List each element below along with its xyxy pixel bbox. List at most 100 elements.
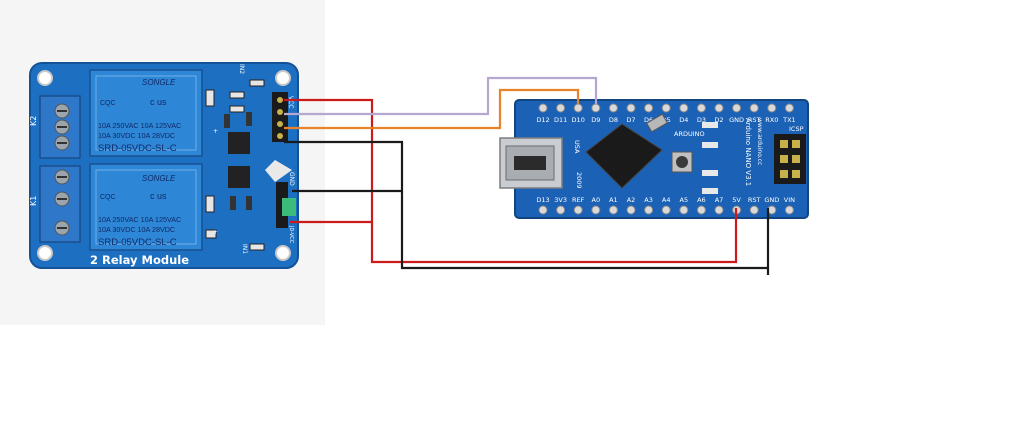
- resistor: [246, 112, 252, 126]
- header-connector: [272, 92, 288, 142]
- relay-model: SRD-05VDC-SL-C: [98, 143, 177, 154]
- nano-pin-a7[interactable]: [714, 205, 724, 215]
- nano-pin-label: RST: [748, 116, 761, 124]
- relay-top: SONGLE CQC c us 10A 250VAC 10A 125VAC 10…: [89, 69, 203, 157]
- nano-pin-d2[interactable]: [714, 103, 724, 113]
- nano-pin-d4[interactable]: [679, 103, 689, 113]
- nano-pin-label: A4: [662, 196, 671, 204]
- resistor: [229, 105, 245, 113]
- nano-pin-rx0[interactable]: [767, 103, 777, 113]
- nano-bottom-header: [538, 205, 794, 215]
- nano-pin-label: VIN: [784, 196, 795, 204]
- nano-pin-a2[interactable]: [626, 205, 636, 215]
- wire-in1-orange: [284, 88, 580, 130]
- nano-pin-rst[interactable]: [749, 205, 759, 215]
- component-label: IN1: [241, 244, 248, 254]
- nano-pin-label: A6: [697, 196, 706, 204]
- nano-pin-label: D3: [697, 116, 706, 124]
- nano-pin-a6[interactable]: [696, 205, 706, 215]
- nano-pin-d5[interactable]: [661, 103, 671, 113]
- component-label: IN2: [238, 64, 245, 74]
- nano-pin-label: D12: [536, 116, 549, 124]
- nano-pin-d13[interactable]: [538, 205, 548, 215]
- component-label: +: [213, 128, 218, 135]
- nano-pin-ref[interactable]: [573, 205, 583, 215]
- nano-pin-gnd[interactable]: [732, 103, 742, 113]
- relay-cert: c us: [150, 97, 167, 107]
- nano-pin-label: A1: [609, 196, 618, 204]
- nano-pin-d7[interactable]: [626, 103, 636, 113]
- relay-cert: c us: [150, 191, 167, 201]
- nano-pin-d8[interactable]: [608, 103, 618, 113]
- component-label: +: [213, 229, 218, 236]
- nano-pin-vin[interactable]: [784, 205, 794, 215]
- nano-pin-label: 3V3: [554, 196, 567, 204]
- nano-pin-label: D9: [591, 116, 600, 124]
- relay-cqc: CQC: [100, 194, 116, 201]
- nano-pin-label: D2: [714, 116, 723, 124]
- mounting-hole: [37, 245, 53, 261]
- relay-module: K2 K1 SONGLE CQC c us 10A 250VAC 10A 125…: [29, 62, 299, 269]
- nano-pin-label: D13: [536, 196, 549, 204]
- header-pin-gnd[interactable]: [277, 133, 283, 139]
- led-l: [702, 188, 718, 194]
- nano-pin-label: D11: [554, 116, 567, 124]
- nano-pin-d6[interactable]: [644, 103, 654, 113]
- country-label: USA: [573, 140, 581, 154]
- header-label-vcc: VCC: [287, 96, 294, 108]
- nano-pin-a5[interactable]: [679, 205, 689, 215]
- nano-pin-d10[interactable]: [573, 103, 583, 113]
- jumper-label-jdvcc: JD-VCC: [288, 225, 294, 244]
- icsp-pins: [780, 140, 800, 178]
- nano-top-header: [538, 103, 794, 113]
- nano-pin-tx1[interactable]: [784, 103, 794, 113]
- transistor-q2: [228, 132, 250, 154]
- icsp-label: ICSP: [789, 125, 804, 133]
- nano-pin-rst[interactable]: [749, 103, 759, 113]
- relay-bottom: SONGLE CQC c us 10A 250VAC 10A 125VAC 10…: [89, 163, 203, 251]
- terminal-label-k1: K1: [29, 196, 38, 206]
- header-pin-vcc[interactable]: [277, 97, 283, 103]
- nano-pin-a1[interactable]: [608, 205, 618, 215]
- wire-in2-lavender: [284, 76, 598, 116]
- nano-pin-label: D8: [609, 116, 618, 124]
- nano-pin-label: GND: [764, 196, 779, 204]
- nano-pin-d9[interactable]: [591, 103, 601, 113]
- nano-pin-label: D7: [626, 116, 635, 124]
- screw-terminal-k2: [39, 95, 81, 159]
- diode: [205, 195, 215, 213]
- icsp-header: [774, 134, 806, 184]
- nano-pin-label: A0: [592, 196, 601, 204]
- year-label: 2009: [575, 172, 583, 189]
- nano-pin-label: REF: [572, 196, 585, 204]
- arduino-nano: D12D11D10D9D8D7D6D5D4D3D2GNDRSTRX0TX1 D1…: [499, 99, 809, 219]
- usb-opening: [514, 156, 546, 170]
- resistor: [230, 196, 236, 210]
- mounting-hole: [275, 70, 291, 86]
- reset-button-cap[interactable]: [676, 156, 688, 168]
- nano-pin-a4[interactable]: [661, 205, 671, 215]
- mounting-hole: [37, 70, 53, 86]
- nano-pin-label: D6: [644, 116, 653, 124]
- terminal-label-k2: K2: [29, 116, 38, 126]
- nano-pin-d11[interactable]: [556, 103, 566, 113]
- header-pin-in1[interactable]: [277, 121, 283, 127]
- wires: [284, 76, 770, 275]
- nano-pin-label: RST: [748, 196, 761, 204]
- nano-pin-a3[interactable]: [644, 205, 654, 215]
- relay-cqc: CQC: [100, 100, 116, 107]
- nano-pin-label: 5V: [732, 196, 741, 204]
- nano-pin-a0[interactable]: [591, 205, 601, 215]
- nano-top-labels: D12D11D10D9D8D7D6D5D4D3D2GNDRSTRX0TX1: [536, 116, 795, 124]
- wire-vcc-red: [284, 98, 738, 264]
- header-pin-in2[interactable]: [277, 109, 283, 115]
- nano-pin-3v3[interactable]: [556, 205, 566, 215]
- relay-spec-ac: 10A 250VAC 10A 125VAC: [98, 121, 181, 130]
- nano-pin-d3[interactable]: [696, 103, 706, 113]
- jumper-label-gnd: GND: [288, 172, 295, 186]
- jumper-cap[interactable]: [282, 198, 296, 216]
- nano-pin-d12[interactable]: [538, 103, 548, 113]
- mounting-hole: [275, 245, 291, 261]
- relay-spec-dc: 10A 30VDC 10A 28VDC: [98, 131, 175, 140]
